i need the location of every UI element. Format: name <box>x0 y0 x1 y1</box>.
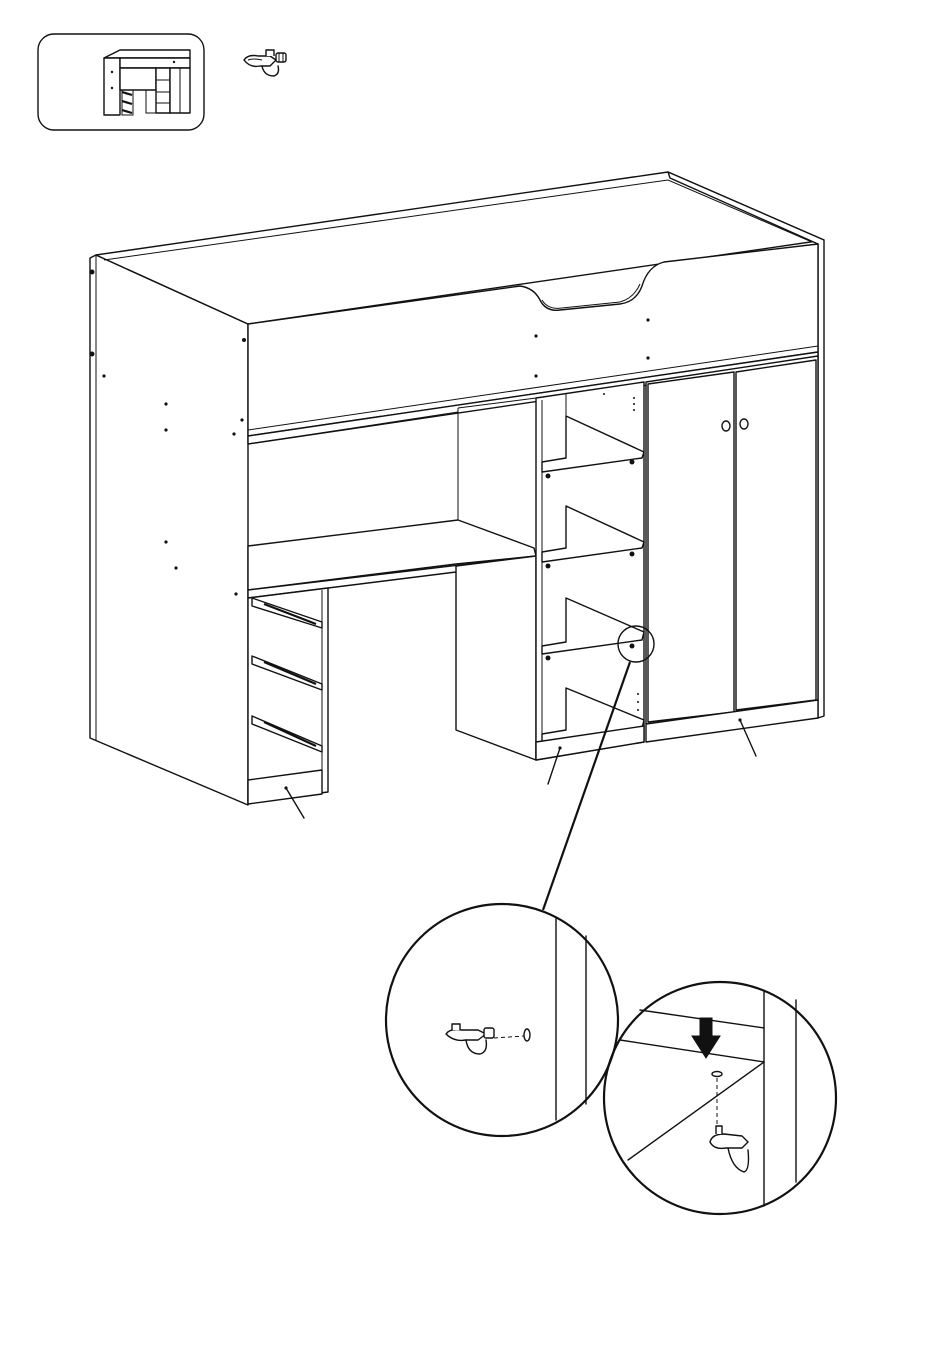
shelf-support-pin-icon <box>244 50 286 76</box>
loft-bed-assembly <box>90 172 825 818</box>
shelf-placement-detail <box>604 982 836 1214</box>
shelf-pin-placed-icon <box>710 1126 749 1172</box>
loft-bed-overview-icon <box>104 50 190 115</box>
wardrobe-door-right <box>736 360 816 710</box>
wardrobe-door-left <box>648 372 734 722</box>
desk-side-panel <box>456 556 536 760</box>
shelf-pin-insertion-detail <box>386 904 618 1136</box>
door-knob-left <box>722 421 730 431</box>
shelf-pin-detail-icon <box>446 1024 494 1054</box>
door-knob-right <box>740 419 748 429</box>
left-end-panel <box>90 255 248 805</box>
